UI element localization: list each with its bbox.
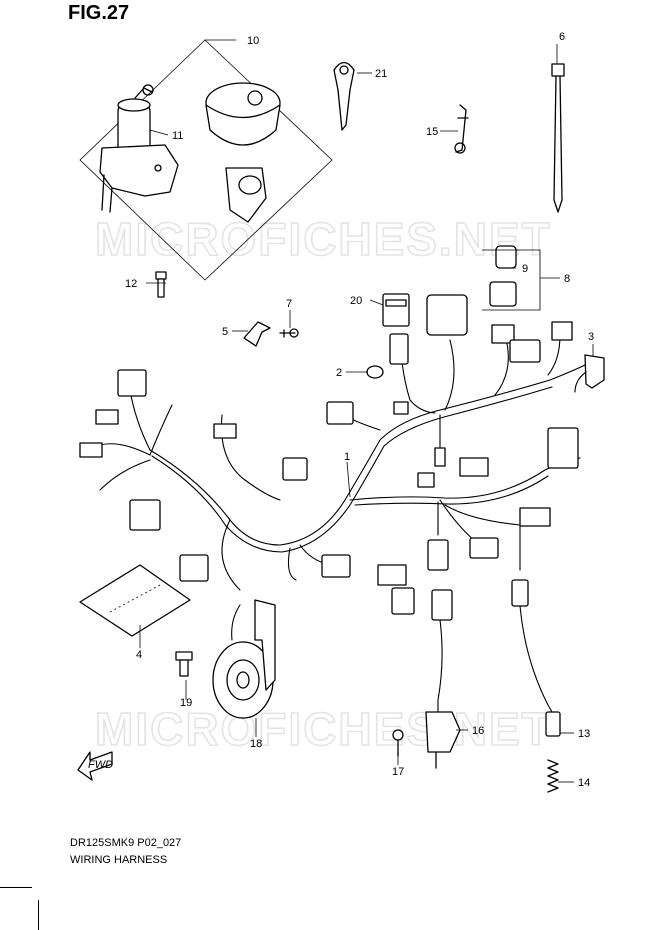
main-harness-part bbox=[99, 334, 586, 591]
watermark-top: MICROFICHES.NET bbox=[95, 213, 552, 265]
callout-12: 12 bbox=[125, 278, 137, 290]
figure-title: FIG.27 bbox=[68, 2, 130, 24]
callout-9: 9 bbox=[522, 263, 528, 275]
callout-7: 7 bbox=[286, 298, 292, 310]
watermark-bottom: MICROFICHES.NET bbox=[95, 703, 552, 755]
callout-6: 6 bbox=[559, 31, 565, 43]
key-part bbox=[333, 61, 355, 131]
harness-connectors bbox=[79, 294, 579, 621]
ignition-switch-part bbox=[99, 84, 179, 213]
horn-part bbox=[212, 599, 276, 719]
bolt-17-part bbox=[392, 729, 404, 757]
bolt-19-part bbox=[175, 651, 193, 677]
clip-5-part bbox=[243, 321, 271, 347]
callout-5: 5 bbox=[222, 326, 228, 338]
callout-18: 18 bbox=[250, 738, 262, 750]
leader-lines bbox=[139, 39, 594, 783]
corner-mark-vertical bbox=[38, 900, 39, 930]
callout-13: 13 bbox=[578, 728, 590, 740]
relay-group-part bbox=[482, 245, 541, 311]
callout-16: 16 bbox=[472, 725, 484, 737]
callout-4: 4 bbox=[136, 649, 142, 661]
switch-16-part bbox=[425, 711, 461, 769]
sensor-leads bbox=[437, 605, 553, 713]
screw-7-part bbox=[279, 328, 299, 338]
insulator-sheet-part bbox=[79, 564, 191, 637]
callout-17: 17 bbox=[392, 766, 404, 778]
cable-tie-part bbox=[551, 63, 565, 213]
fuel-cap-lock-part bbox=[205, 82, 281, 223]
callout-3: 3 bbox=[588, 331, 594, 343]
forward-arrow-label: FWD bbox=[88, 759, 113, 771]
figure-name: WIRING HARNESS bbox=[70, 854, 168, 866]
connector-20-part bbox=[382, 293, 410, 327]
callout-8: 8 bbox=[564, 273, 570, 285]
callout-20: 20 bbox=[350, 295, 362, 307]
callout-10: 10 bbox=[247, 35, 259, 47]
grommet-2-part bbox=[366, 365, 384, 379]
cap-3-part bbox=[574, 354, 605, 393]
sensor-13-part bbox=[545, 711, 561, 737]
bolt-12-part bbox=[155, 271, 167, 298]
callout-11: 11 bbox=[172, 130, 183, 142]
forward-arrow-icon: FWD bbox=[77, 751, 113, 781]
model-code: DR125SMK9 P02_027 bbox=[70, 837, 182, 849]
callout-19: 19 bbox=[180, 697, 192, 709]
callout-1: 1 bbox=[344, 451, 350, 463]
callout-21: 21 bbox=[375, 68, 387, 80]
callout-2: 2 bbox=[336, 367, 342, 379]
corner-mark-horizontal bbox=[0, 887, 32, 888]
callout-numbers: 10 11 12 6 21 15 9 8 20 7 5 3 2 1 4 19 1… bbox=[125, 31, 594, 789]
spring-14-part bbox=[547, 759, 559, 793]
callout-14: 14 bbox=[578, 777, 590, 789]
clamp-15-part bbox=[454, 104, 469, 154]
callout-15: 15 bbox=[426, 126, 438, 138]
